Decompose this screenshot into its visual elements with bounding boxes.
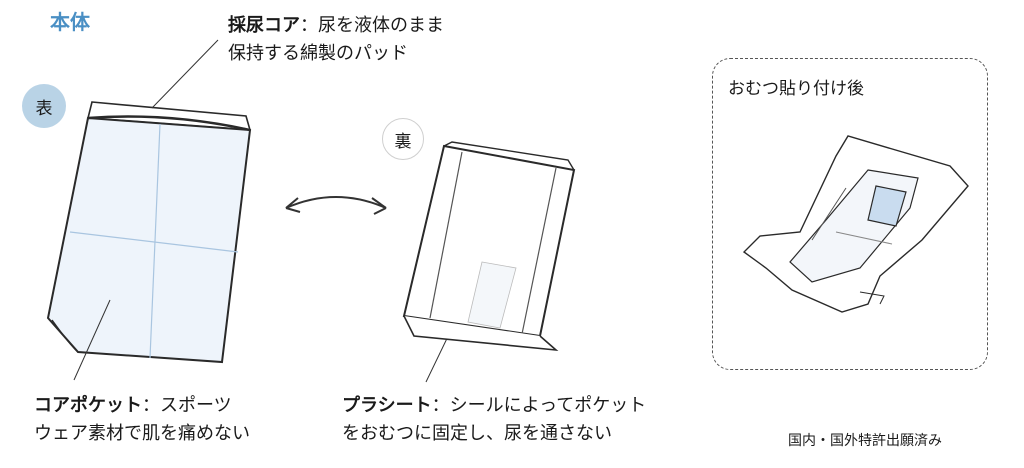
sheet-separator: ：	[431, 395, 450, 416]
front-badge: 表	[22, 84, 66, 128]
pocket-separator: ：	[142, 395, 160, 416]
pocket-term: コアポケット	[34, 395, 142, 416]
pocket-desc-line2: ウェア素材で肌を痛めない	[34, 423, 250, 444]
core-callout: 採尿コア：尿を液体のまま 保持する綿製のパッド	[228, 12, 444, 68]
core-term: 採尿コア	[228, 15, 300, 36]
core-leader-line	[151, 39, 219, 109]
sheet-callout: プラシート：シールによってポケット をおむつに固定し、尿を通さない	[342, 392, 646, 448]
after-application-title: おむつ貼り付け後	[728, 79, 864, 99]
core-separator: ：	[300, 15, 318, 36]
after-application-frame	[712, 58, 988, 370]
main-title: 本体	[50, 10, 90, 34]
flip-arrow-icon	[285, 196, 387, 215]
diaper-illustration	[742, 135, 969, 313]
patent-note: 国内・国外特許出願済み	[788, 433, 942, 449]
sheet-term: プラシート	[342, 395, 432, 416]
core-desc-line1: 尿を液体のまま	[318, 15, 444, 36]
core-desc-line2: 保持する綿製のパッド	[228, 43, 408, 64]
back-pad-illustration	[402, 141, 576, 352]
pocket-desc-line1: スポーツ	[160, 395, 232, 416]
back-badge: 裏	[382, 118, 424, 160]
pocket-callout: コアポケット：スポーツ ウェア素材で肌を痛めない	[34, 392, 250, 448]
sheet-desc-line1: シールによってポケット	[449, 395, 647, 416]
pocket-leader-line	[73, 299, 111, 381]
front-pad-illustration	[46, 101, 252, 364]
sheet-desc-line2: をおむつに固定し、尿を通さない	[342, 423, 612, 444]
